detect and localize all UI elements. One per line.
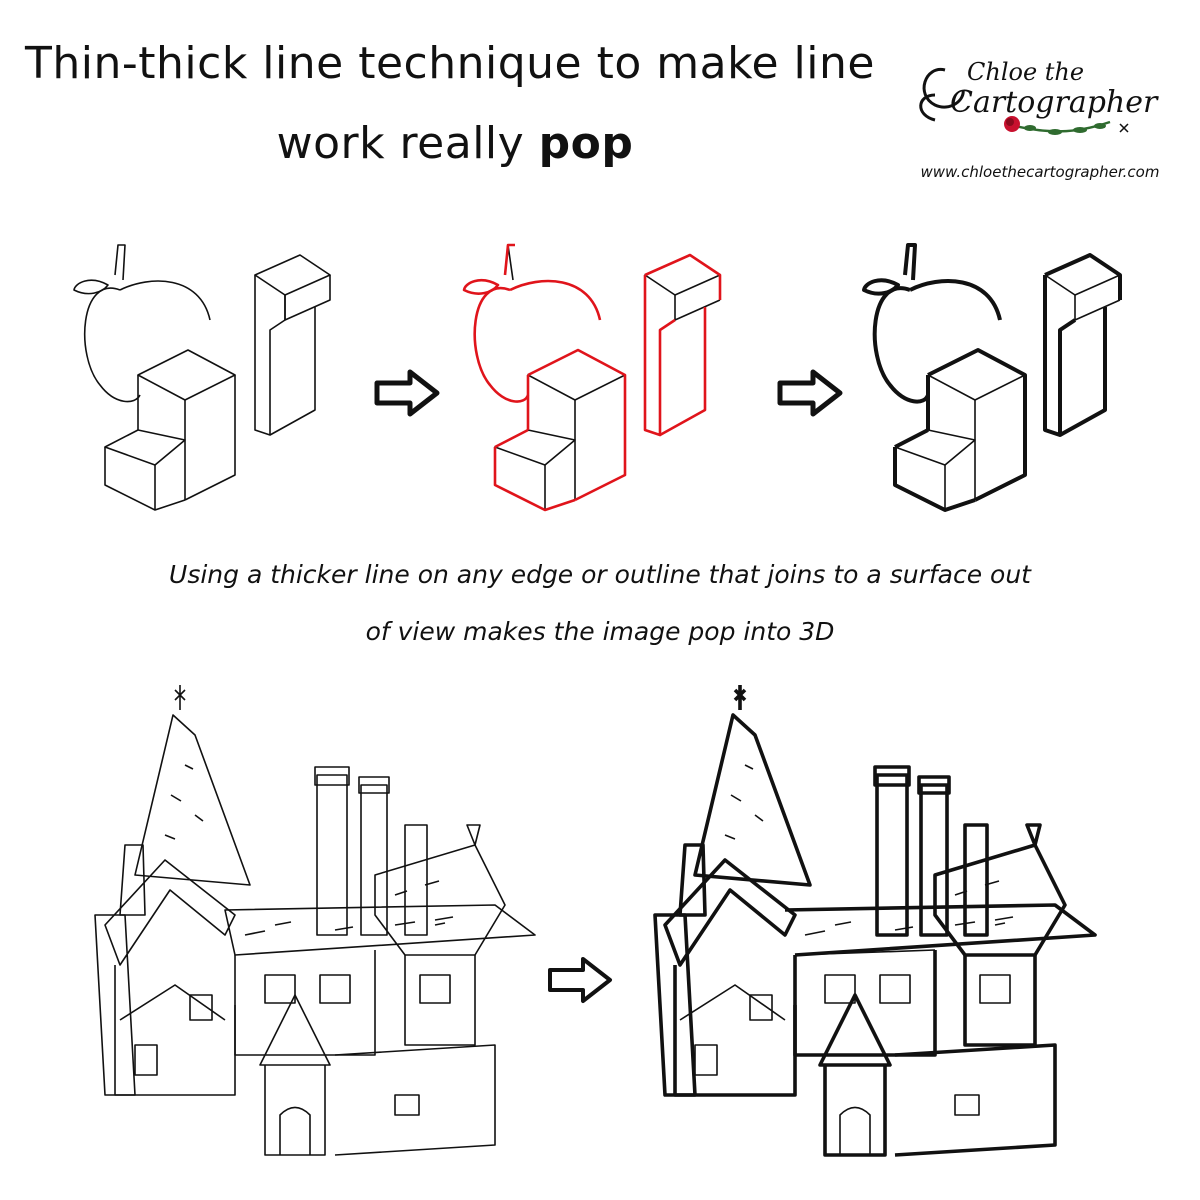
caption-line-2: of view makes the image pop into 3D <box>365 617 835 646</box>
thick-outline <box>862 243 1122 512</box>
page-title-line-1: Thin-thick line technique to make line <box>25 38 875 89</box>
page-title-line-2-prefix: work really <box>276 118 539 169</box>
page-title-emphasis: pop <box>538 118 634 169</box>
page-title-line-2: work really pop <box>0 118 910 169</box>
apple-icon <box>73 244 211 403</box>
logo-text-line-2: Cartographer <box>950 85 1159 120</box>
arrow-right-icon <box>548 957 612 1003</box>
caption-line-1: Using a thicker line on any edge or outl… <box>169 560 1031 589</box>
thick-line-diagram <box>862 243 1122 512</box>
logo-text-line-1: Chloe the <box>967 58 1084 86</box>
red-outline-highlight <box>462 243 722 512</box>
chloe-the-cartographer-logo: Chloe the Cartographer <box>919 58 1159 135</box>
rose-icon <box>1004 116 1111 135</box>
thin-line-diagram <box>73 244 331 511</box>
house-illustration-thick <box>653 685 1097 1157</box>
arrow-right-icon <box>374 369 440 417</box>
arrow-right-icon <box>777 369 843 417</box>
house-illustration-thin <box>94 685 536 1156</box>
highlighted-edges-diagram <box>462 243 722 512</box>
website-url[interactable]: www.chloethecartographer.com <box>920 163 1160 181</box>
